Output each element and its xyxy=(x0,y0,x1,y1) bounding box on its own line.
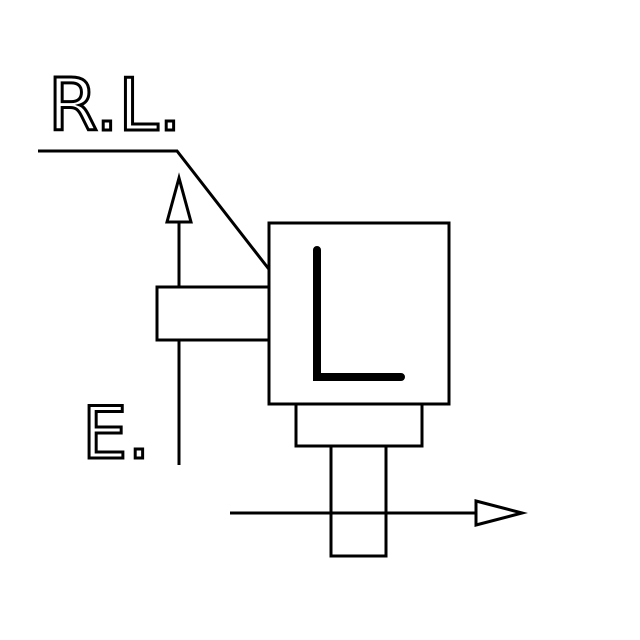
flange xyxy=(294,402,424,448)
label-rl-text: R.L. xyxy=(48,63,181,147)
glyph-l xyxy=(313,246,405,381)
leader-line xyxy=(38,149,284,287)
label-e-text: E. xyxy=(82,391,150,475)
output-shaft xyxy=(329,444,388,558)
vertical-axis-arrowhead xyxy=(165,172,193,224)
left-shaft xyxy=(155,285,271,342)
horizontal-axis-arrowhead xyxy=(474,499,528,527)
label-e: E. xyxy=(81,390,152,477)
label-rl: R.L. xyxy=(47,62,183,149)
